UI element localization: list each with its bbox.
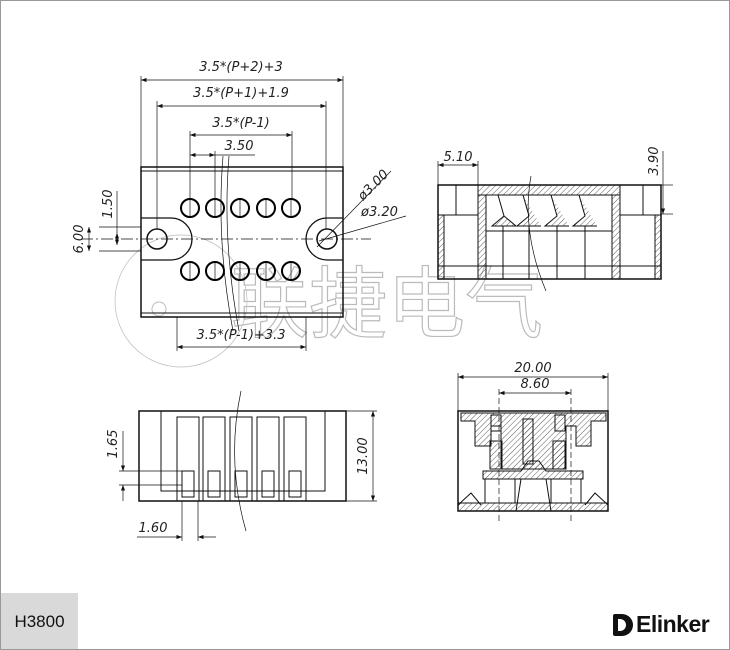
svg-text:8.60: 8.60	[521, 377, 550, 392]
svg-text:5.10: 5.10	[444, 150, 473, 165]
svg-text:6.00: 6.00	[72, 225, 87, 254]
svg-text:3.5*(P+1)+1.9: 3.5*(P+1)+1.9	[193, 86, 289, 101]
front-view: 1.65 13.00 1.60	[106, 390, 377, 541]
svg-text:13.00: 13.00	[356, 437, 371, 474]
svg-text:1.60: 1.60	[139, 521, 168, 536]
side-section-view: 5.10 3.90	[437, 147, 673, 292]
svg-text:3.90: 3.90	[647, 147, 662, 176]
svg-text:20.00: 20.00	[514, 361, 551, 376]
pin-slots	[176, 416, 307, 502]
brand-name: Elinker	[636, 611, 710, 637]
pin-holes	[180, 198, 301, 281]
svg-text:1.50: 1.50	[101, 190, 116, 219]
top-view: 3.5*(P+2)+3 3.5*(P+1)+1.9 3.5*(P-1) 3.50…	[72, 60, 407, 351]
svg-text:1.65: 1.65	[106, 430, 121, 459]
model-number: H3800	[14, 612, 65, 631]
logo-icon	[613, 613, 633, 636]
model-label: H3800	[1, 593, 78, 649]
brand-logo: Elinker	[613, 611, 710, 638]
svg-text:ø3.20: ø3.20	[360, 205, 398, 220]
svg-text:ø3.00: ø3.00	[355, 167, 392, 204]
svg-text:3.50: 3.50	[225, 139, 254, 154]
svg-text:3.5*(P-1)+3.3: 3.5*(P-1)+3.3	[197, 328, 286, 343]
svg-text:3.5*(P+2)+3: 3.5*(P+2)+3	[199, 60, 282, 75]
svg-text:3.5*(P-1): 3.5*(P-1)	[212, 116, 269, 131]
end-section-view: 20.00 8.60	[457, 361, 609, 521]
